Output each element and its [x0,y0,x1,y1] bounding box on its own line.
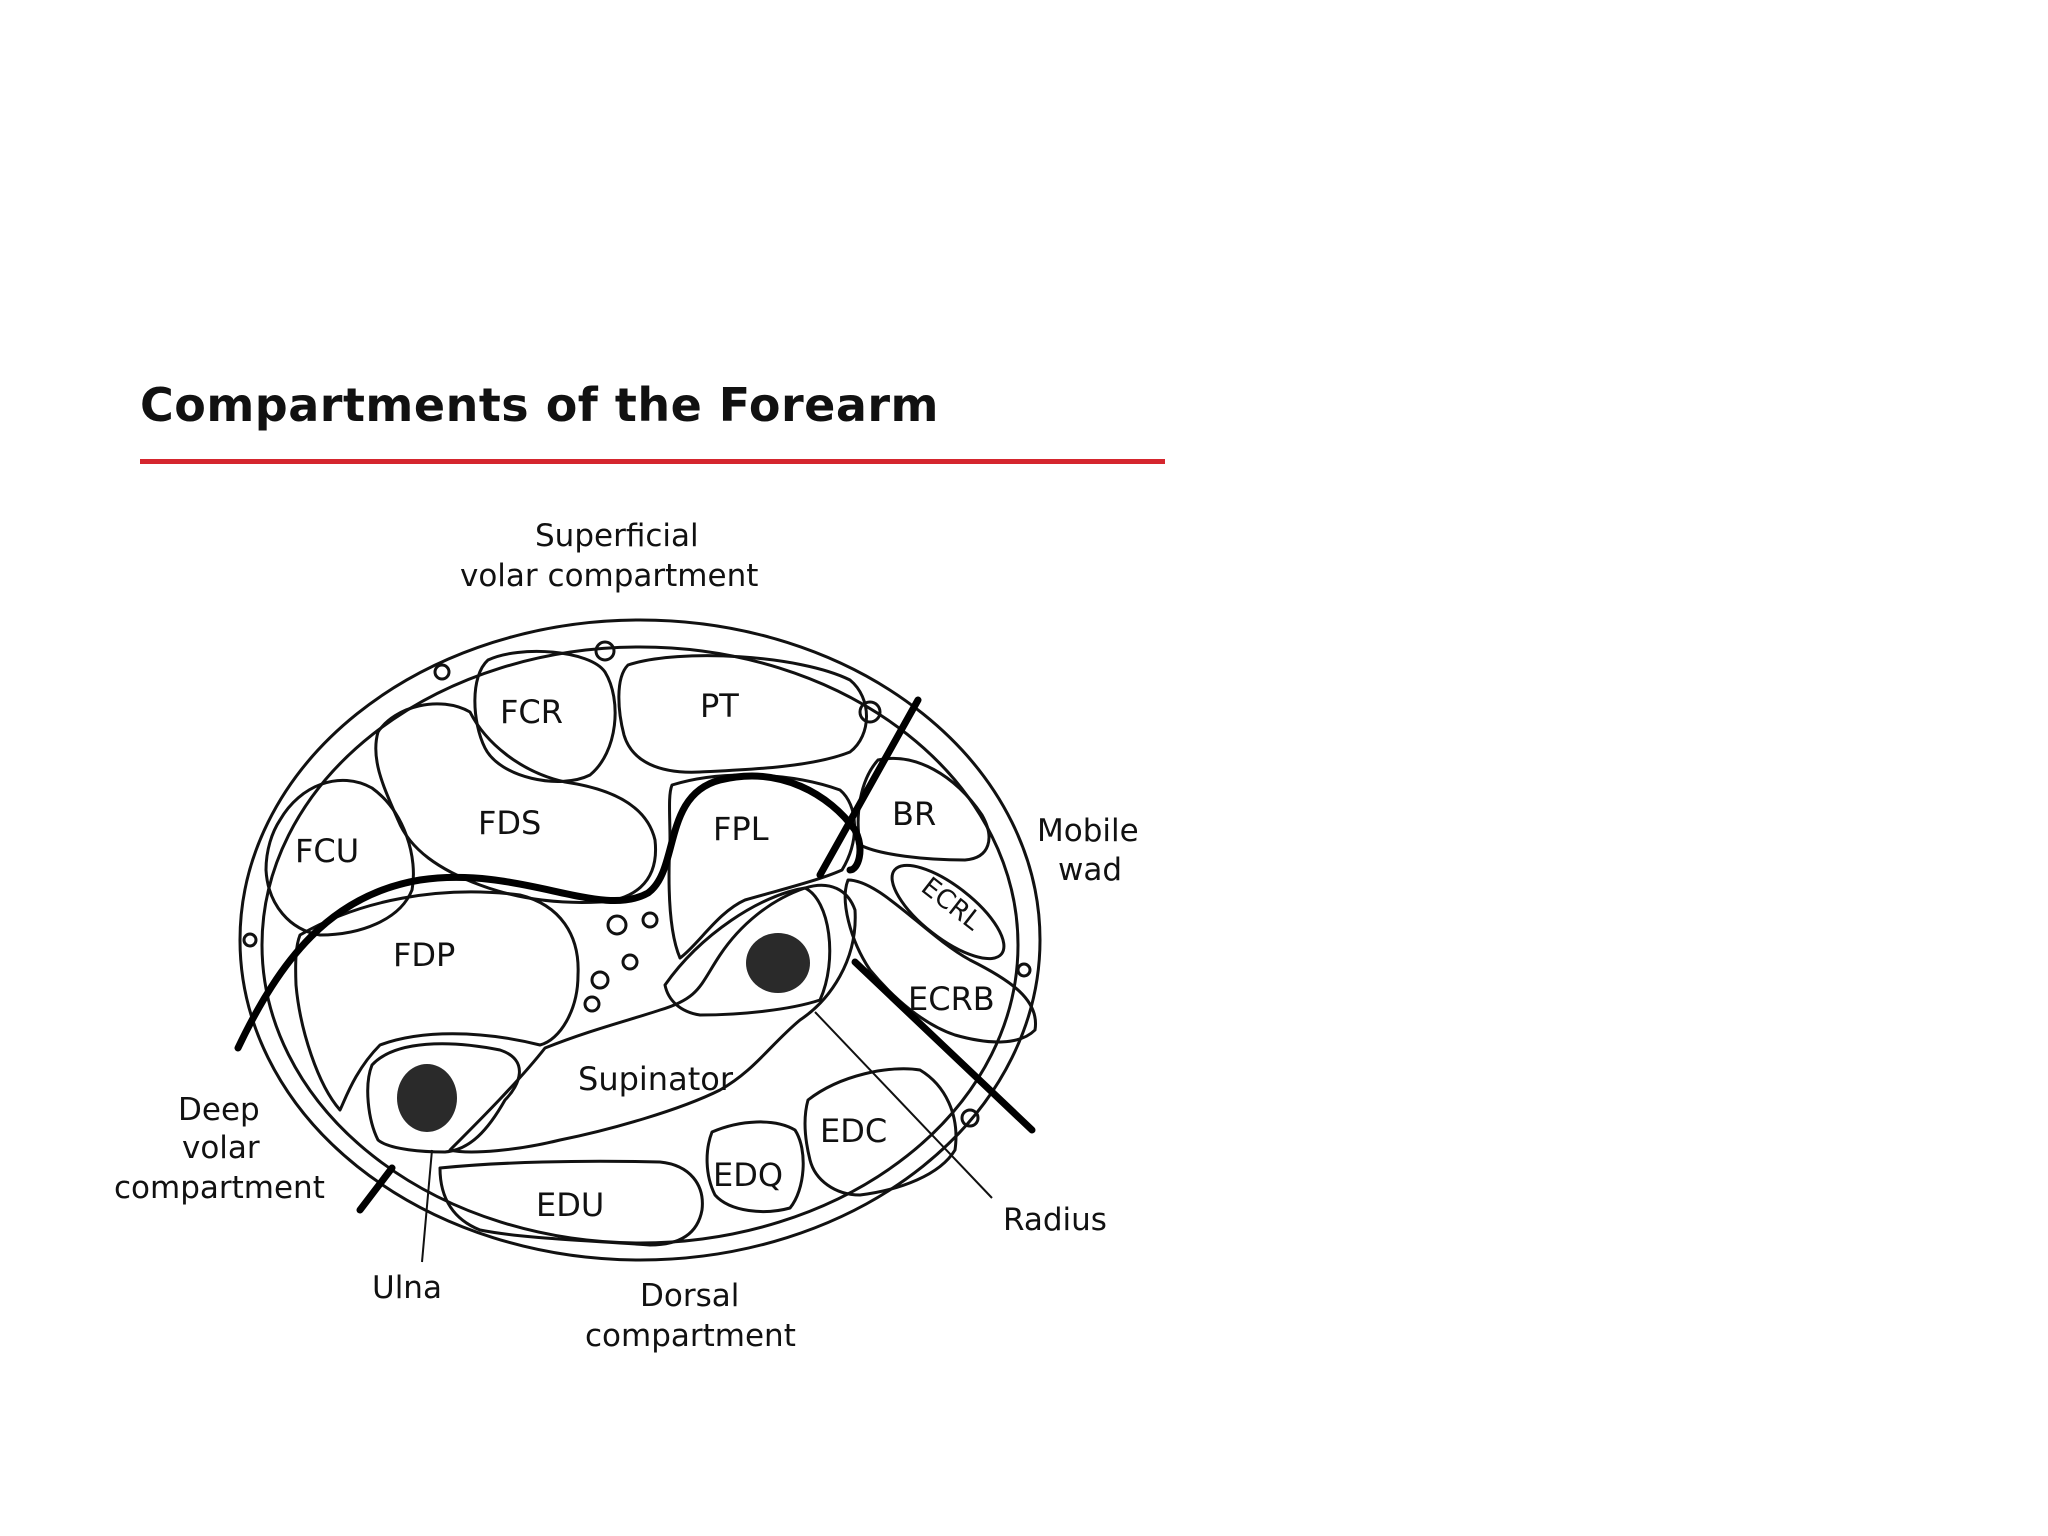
mobile-wad-label-line1: Mobile [1037,813,1139,849]
vessel-dot [960,1108,980,1128]
vessel-dot [433,663,451,681]
radius-label: Radius [1003,1202,1107,1238]
radius-bone-marrow [746,933,810,993]
superficial-volar-label-line2: volar compartment [460,558,758,594]
radius-pointer-line [814,1011,993,1199]
edq-label: EDQ [713,1156,783,1194]
vessel-dot [858,700,882,724]
fcu-label: FCU [295,832,359,870]
fpl-label: FPL [713,810,769,848]
br-muscle-shape [856,757,991,862]
supinator-muscle-shape [448,883,857,1154]
mobile-wad-division-line [816,696,922,879]
pt-muscle-shape [617,654,868,774]
edq-muscle-shape [705,1120,805,1213]
edc-label: EDC [820,1112,887,1150]
vessel-dot [242,932,258,948]
radius-bone-shape [663,886,832,1017]
br-label: BR [892,795,936,833]
fdp-muscle-shape [294,890,580,1112]
pt-label: PT [700,687,739,725]
supinator-label: Supinator [578,1060,734,1098]
diagram-title: Compartments of the Forearm [140,378,939,432]
vessel-dot [621,953,639,971]
inner-fascia-outline [260,645,1020,1245]
deep-volar-division-line [356,1164,396,1214]
vessel-dot [641,911,659,929]
volar-dorsal-division-line [234,772,864,1052]
deep-volar-label-line2: volar [182,1130,260,1166]
mobile-wad-label-line2: wad [1058,852,1122,888]
ulna-pointer-line [421,1149,433,1263]
edu-muscle-shape [438,1159,704,1247]
superficial-volar-label-line1: Superficial [535,518,699,554]
ecrb-label: ECRB [908,980,995,1018]
vessel-dot [590,970,610,990]
title-underline [140,459,1165,464]
ecrb-muscle-shape [843,878,1038,1044]
edc-muscle-shape [803,1067,958,1197]
fcr-label: FCR [500,693,563,731]
dorsal-label-line1: Dorsal [640,1278,739,1314]
deep-volar-label-line1: Deep [178,1092,260,1128]
ulna-bone-marrow [397,1064,457,1132]
fcu-muscle-shape [264,778,415,937]
vessel-dot [1016,962,1032,978]
edu-label: EDU [536,1186,604,1224]
ulna-label: Ulna [372,1270,442,1306]
outer-fascia-outline [238,618,1042,1262]
ulna-bone-shape [366,1042,521,1154]
vessel-dot [583,995,601,1013]
fdp-label: FDP [393,936,455,974]
vessel-dot [606,914,628,936]
mobile-wad-lower-division-line [851,958,1036,1134]
vessel-dot [594,640,616,662]
fds-label: FDS [478,804,541,842]
dorsal-label-line2: compartment [585,1318,796,1354]
deep-volar-label-line3: compartment [114,1170,325,1206]
fcr-muscle-shape [473,649,617,783]
